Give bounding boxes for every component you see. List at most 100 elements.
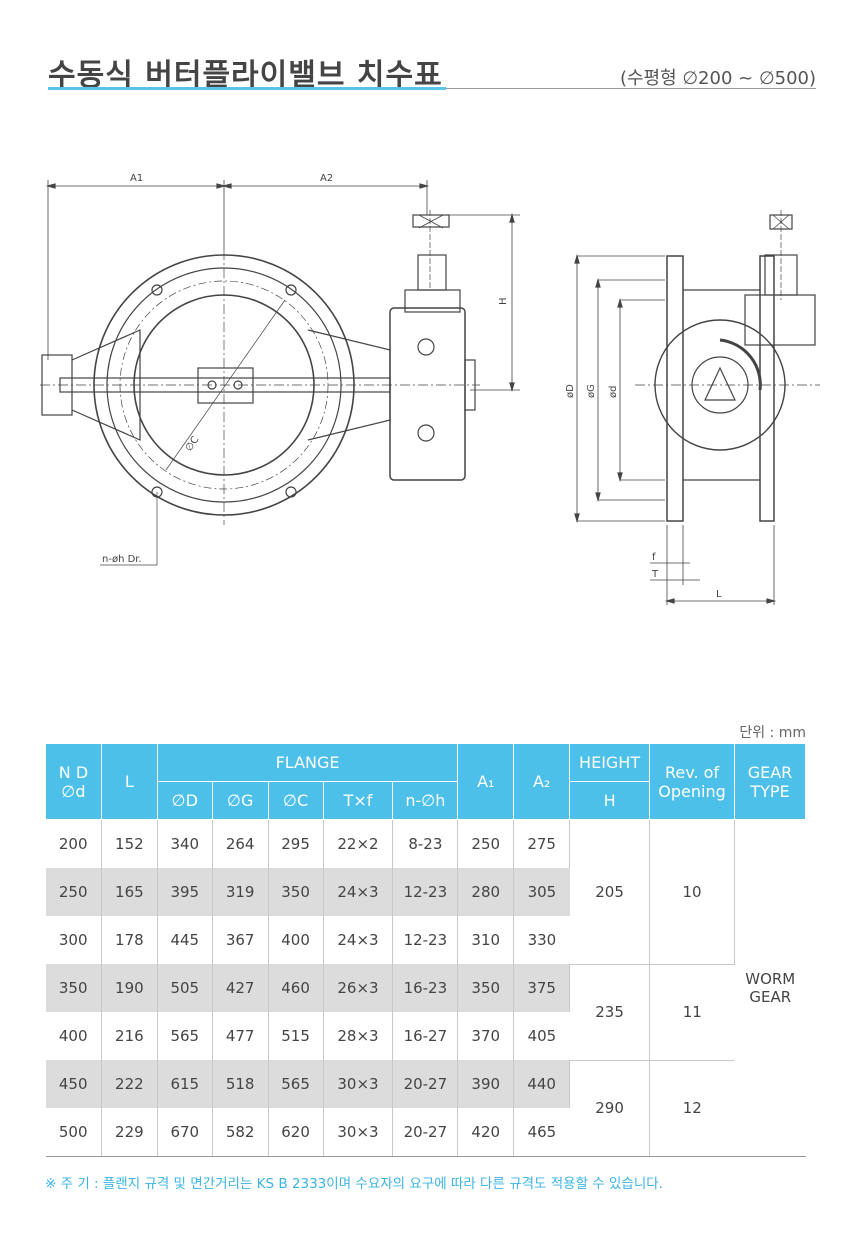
cell-D: 340	[157, 819, 213, 868]
cell-D: 445	[157, 916, 213, 964]
cell-txf: 30×3	[323, 1108, 394, 1157]
cell-txf: 24×3	[323, 916, 394, 964]
label-a1: A1	[130, 173, 143, 184]
cell-nh: 12-23	[392, 916, 459, 964]
cell-nh: 20-27	[392, 1060, 459, 1108]
label-phi-G: øG	[586, 384, 597, 398]
header-phi-D: ∅D	[156, 781, 213, 820]
header-gear: GEAR TYPE	[733, 743, 807, 820]
unit-label: 단위 : mm	[739, 725, 806, 741]
table-row: 350 190 505 427 460 26×3 16-23 350 375 2…	[45, 964, 806, 1061]
cell-txf: 24×3	[323, 868, 394, 916]
header-a2: A₂	[513, 743, 571, 820]
header-gear-line2: TYPE	[750, 781, 790, 801]
title-accent-line	[48, 87, 446, 90]
cell-a2: 405	[527, 1027, 557, 1045]
header-nh: n-∅h	[392, 781, 459, 820]
cell-l: 229	[101, 1108, 158, 1157]
title-row: 수동식 버터플라이밸브 치수표 (수평형 ∅200 ~ ∅500)	[48, 44, 816, 93]
table-row: 500 229 670 582 620 30×3 20-27 420 465	[45, 1108, 806, 1157]
header-rev-line1: Rev. of	[664, 762, 720, 782]
cell-nh: 12-23	[392, 868, 459, 916]
cell-C: 565	[268, 1060, 324, 1108]
cell-nd: 450	[45, 1060, 102, 1108]
header-nd: N D ∅d	[45, 743, 102, 820]
label-f: f	[652, 552, 656, 563]
cell-C: 515	[268, 1012, 324, 1060]
cell-txf: 26×3	[323, 964, 394, 1012]
cell-nd: 300	[45, 916, 102, 964]
label-h: H	[498, 297, 509, 305]
cell-G: 427	[212, 964, 269, 1012]
header-gear-line1: GEAR	[747, 762, 793, 782]
cell-C: 400	[268, 916, 324, 964]
header-rev: Rev. of Opening	[649, 743, 735, 820]
cell-G: 264	[212, 819, 269, 868]
cell-a2: 305	[513, 868, 570, 916]
header-nd-sub: ∅d	[61, 781, 86, 801]
valve-technical-drawing: A1 A2 H ∅C n-øh Dr. øD øG ød f T L	[40, 173, 820, 605]
cell-a1: 350	[457, 964, 515, 1012]
cell-nh: 20-27	[392, 1108, 459, 1157]
cell-l: 222	[101, 1060, 158, 1108]
dimension-table: N D ∅d L FLANGE A₁ A₂ HEIGHT Rev. of Ope…	[45, 743, 807, 1157]
table-row: 400 216 565 477 515 28×3 16-27 370 405	[45, 1012, 806, 1060]
cell-G: 319	[212, 868, 269, 916]
header-txf: T×f	[322, 781, 394, 820]
cell-a2: 375	[513, 964, 571, 1012]
cell-height-group-3: 290	[569, 1060, 651, 1157]
header-flange: FLANGE	[156, 743, 459, 782]
cell-a2: 330	[527, 931, 557, 949]
cell-txf: 30×3	[323, 1060, 394, 1108]
cell-C: 295	[268, 819, 324, 868]
cell-l: 165	[101, 868, 158, 916]
cell-height-group-1: 205	[569, 819, 651, 965]
cell-a1: 280	[457, 868, 515, 916]
label-t: T	[651, 569, 659, 580]
cell-rev-group-1: 10	[649, 819, 735, 965]
cell-nd: 250	[45, 868, 102, 916]
cell-C: 350	[268, 868, 324, 916]
cell-D: 565	[157, 1012, 213, 1060]
page-subtitle: (수평형 ∅200 ~ ∅500)	[619, 68, 816, 89]
cell-G: 518	[212, 1060, 269, 1108]
cell-C: 620	[268, 1108, 324, 1157]
cell-G: 582	[212, 1108, 269, 1157]
cell-a1: 250	[457, 819, 515, 868]
label-phi-c: ∅C	[183, 435, 201, 454]
cell-D: 670	[157, 1108, 213, 1157]
cell-l: 178	[101, 916, 158, 964]
label-holes: n-øh Dr.	[102, 554, 142, 565]
cell-a2: 465	[513, 1108, 570, 1157]
cell-G: 477	[212, 1012, 269, 1060]
header-rev-line2: Opening	[658, 781, 726, 801]
header-a1: A₁	[457, 743, 515, 820]
cell-nd: 500	[45, 1108, 102, 1157]
cell-nh: 16-27	[392, 1012, 459, 1060]
label-a2: A2	[320, 173, 333, 184]
cell-height-group-2: 235	[569, 964, 651, 1061]
cell-G: 367	[212, 916, 269, 964]
gear-type-line1: WORM	[745, 970, 796, 988]
header-phi-G: ∅G	[211, 781, 269, 820]
cell-D: 505	[157, 964, 213, 1012]
cell-l: 190	[101, 964, 158, 1012]
cell-a2: 440	[513, 1060, 571, 1108]
cell-nh: 8-23	[392, 819, 459, 868]
cell-a1: 310	[457, 916, 515, 964]
table-row: 250 165 395 319 350 24×3 12-23 280 305	[45, 868, 806, 916]
cell-a1: 420	[457, 1108, 515, 1157]
label-l: L	[716, 589, 722, 600]
cell-nd: 200	[45, 819, 102, 868]
cell-D: 615	[157, 1060, 213, 1108]
header-l: L	[100, 743, 158, 820]
table-row: 450 222 615 518 565 30×3 20-27 390 440 2…	[45, 1060, 806, 1157]
cell-a1: 370	[457, 1012, 515, 1060]
footnote: ※ 주 기 : 플랜지 규격 및 면간거리는 KS B 2333이며 수요자의 …	[45, 1176, 663, 1192]
table-row: 200 152 340 264 295 22×2 8-23 250 275 20…	[45, 819, 806, 1157]
header-height: HEIGHT	[569, 743, 651, 782]
header-phi-C: ∅C	[267, 781, 324, 820]
label-phi-D: øD	[565, 384, 576, 398]
cell-nh: 16-23	[392, 964, 459, 1012]
header-height-sub: H	[569, 781, 651, 820]
